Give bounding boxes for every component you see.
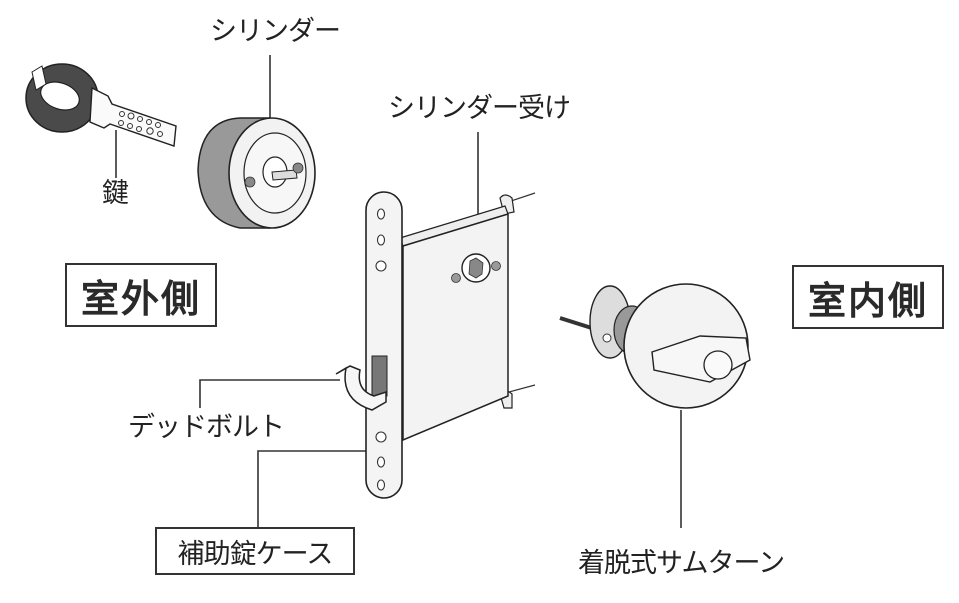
outdoor-side-box: 室外側 — [65, 263, 217, 327]
leader-deadbolt — [199, 379, 340, 408]
auxiliary-lock-case-box: 補助錠ケース — [155, 527, 355, 575]
label-key: 鍵 — [102, 178, 129, 209]
label-auxiliary-lock-case: 補助錠ケース — [177, 538, 334, 570]
label-indoor-side: 室内側 — [807, 278, 928, 323]
cylinder-illustration — [197, 117, 316, 229]
indoor-side-box: 室内側 — [792, 265, 944, 329]
lock-case-illustration — [335, 191, 536, 499]
leader-lock-case — [257, 450, 368, 527]
label-cylinder: シリンダー — [210, 16, 341, 47]
label-outdoor-side: 室外側 — [80, 276, 201, 321]
key-illustration — [25, 63, 177, 147]
label-removable-thumbturn: 着脱式サムターン — [578, 548, 785, 579]
thumbturn-illustration — [559, 283, 751, 409]
label-deadbolt: デッドボルト — [128, 412, 285, 443]
leader-lines — [115, 55, 682, 528]
label-cylinder-receiver: シリンダー受け — [388, 93, 571, 124]
